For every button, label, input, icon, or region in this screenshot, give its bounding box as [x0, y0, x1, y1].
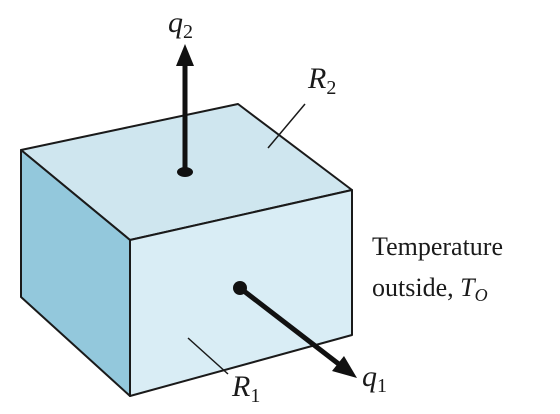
r2-label: R2: [307, 62, 336, 99]
temperature-label-line1: Temperature: [372, 232, 503, 261]
r1-leader-line: [187, 337, 229, 375]
r2-leader-line: [267, 103, 306, 149]
q2-label: q2: [168, 6, 193, 43]
q1-label: q1: [362, 360, 387, 397]
r2-subscript: 2: [326, 77, 336, 99]
r1-label: R1: [231, 370, 260, 407]
to-symbol: T: [460, 273, 476, 302]
q1-symbol: q: [362, 360, 377, 393]
to-subscript: O: [475, 285, 488, 305]
q1-arrow: [233, 281, 357, 378]
temperature-outside-text: outside,: [372, 273, 460, 302]
r2-symbol: R: [307, 62, 326, 95]
temperature-label-line2: outside, TO: [372, 273, 488, 305]
q1-subscript: 1: [377, 375, 387, 397]
q2-symbol: q: [168, 6, 183, 39]
q2-arrow: [176, 44, 194, 177]
q2-subscript: 2: [183, 21, 193, 43]
r1-symbol: R: [231, 370, 250, 403]
r1-subscript: 1: [250, 385, 260, 407]
